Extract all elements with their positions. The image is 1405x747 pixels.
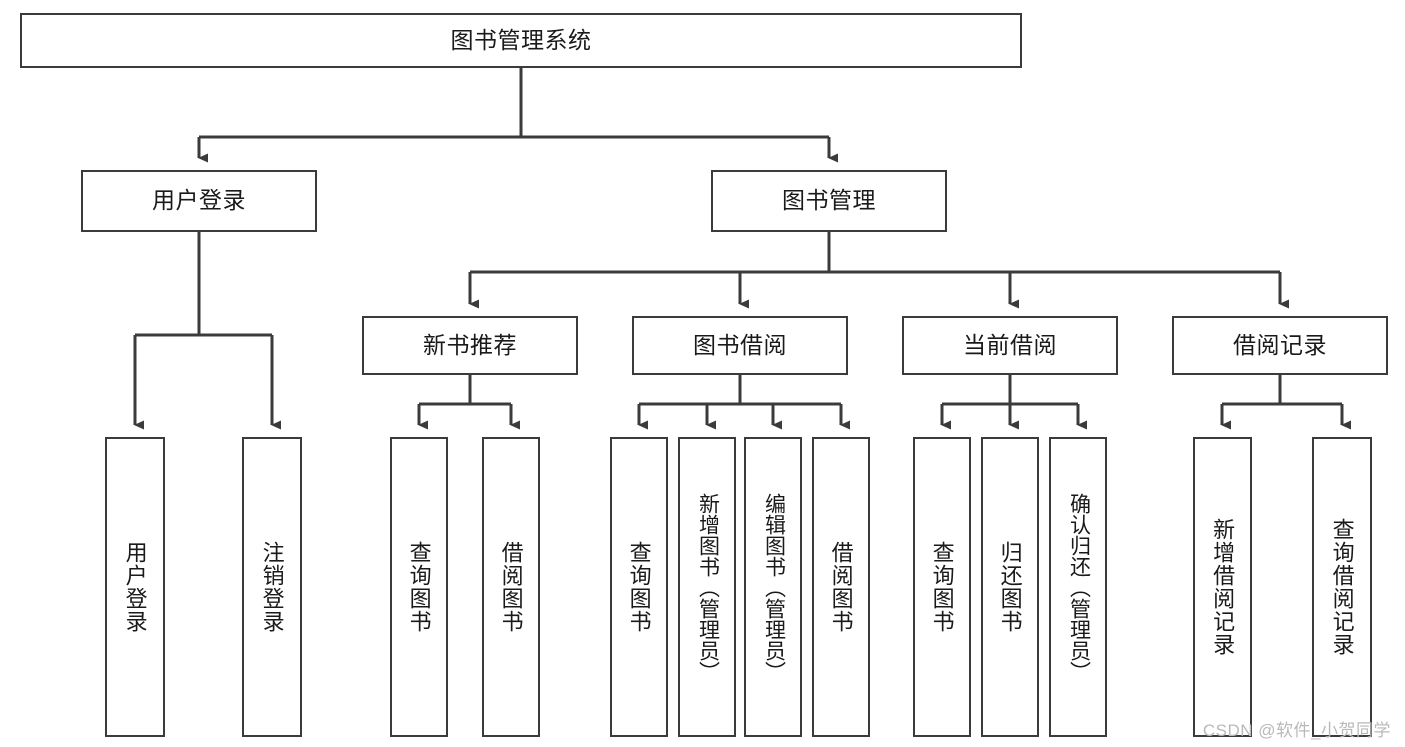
node-leaf-return-book[interactable]: 归还图书 (981, 437, 1039, 737)
node-book-borrow-label: 图书借阅 (693, 331, 787, 358)
node-borrow-record-label: 借阅记录 (1233, 331, 1327, 358)
node-leaf-query-book-3-label: 查询图书 (929, 541, 955, 633)
node-leaf-borrow-book-2-label: 借阅图书 (828, 541, 854, 633)
node-leaf-user-login[interactable]: 用户登录 (105, 437, 165, 737)
node-leaf-add-book-label: 新增图书（管理员） (696, 492, 720, 682)
node-leaf-borrow-book-1-label: 借阅图书 (498, 541, 524, 633)
node-leaf-add-record[interactable]: 新增借阅记录 (1193, 437, 1252, 737)
node-leaf-query-book-2[interactable]: 查询图书 (610, 437, 668, 737)
node-leaf-query-book-1-label: 查询图书 (406, 541, 432, 633)
node-user-login[interactable]: 用户登录 (81, 170, 317, 232)
node-leaf-confirm-return-label: 确认归还（管理员） (1067, 492, 1091, 682)
node-leaf-add-record-label: 新增借阅记录 (1210, 518, 1236, 656)
node-leaf-return-book-label: 归还图书 (997, 541, 1023, 633)
node-leaf-user-logout-label: 注销登录 (259, 541, 285, 633)
node-leaf-confirm-return[interactable]: 确认归还（管理员） (1049, 437, 1107, 737)
node-current-borrow[interactable]: 当前借阅 (902, 316, 1118, 375)
watermark-text: CSDN @软件_小贺同学 (1202, 721, 1391, 740)
node-leaf-user-login-label: 用户登录 (122, 541, 148, 633)
node-leaf-query-record-label: 查询借阅记录 (1329, 518, 1355, 656)
node-new-book-rec-label: 新书推荐 (423, 331, 517, 358)
node-leaf-query-book-2-label: 查询图书 (626, 541, 652, 633)
node-root-label: 图书管理系统 (450, 26, 592, 53)
node-leaf-query-record[interactable]: 查询借阅记录 (1312, 437, 1372, 737)
node-book-manage[interactable]: 图书管理 (711, 170, 947, 232)
node-new-book-rec[interactable]: 新书推荐 (362, 316, 578, 375)
node-book-borrow[interactable]: 图书借阅 (632, 316, 848, 375)
node-leaf-edit-book-label: 编辑图书（管理员） (762, 492, 786, 682)
node-user-login-label: 用户登录 (152, 187, 246, 214)
node-leaf-query-book-1[interactable]: 查询图书 (390, 437, 448, 737)
node-current-borrow-label: 当前借阅 (963, 331, 1057, 358)
node-book-manage-label: 图书管理 (782, 187, 876, 214)
node-borrow-record[interactable]: 借阅记录 (1172, 316, 1388, 375)
node-leaf-borrow-book-2[interactable]: 借阅图书 (812, 437, 870, 737)
node-leaf-add-book[interactable]: 新增图书（管理员） (678, 437, 736, 737)
node-leaf-query-book-3[interactable]: 查询图书 (913, 437, 971, 737)
node-leaf-user-logout[interactable]: 注销登录 (242, 437, 302, 737)
node-leaf-edit-book[interactable]: 编辑图书（管理员） (744, 437, 802, 737)
node-root[interactable]: 图书管理系统 (20, 13, 1022, 68)
node-leaf-borrow-book-1[interactable]: 借阅图书 (482, 437, 540, 737)
